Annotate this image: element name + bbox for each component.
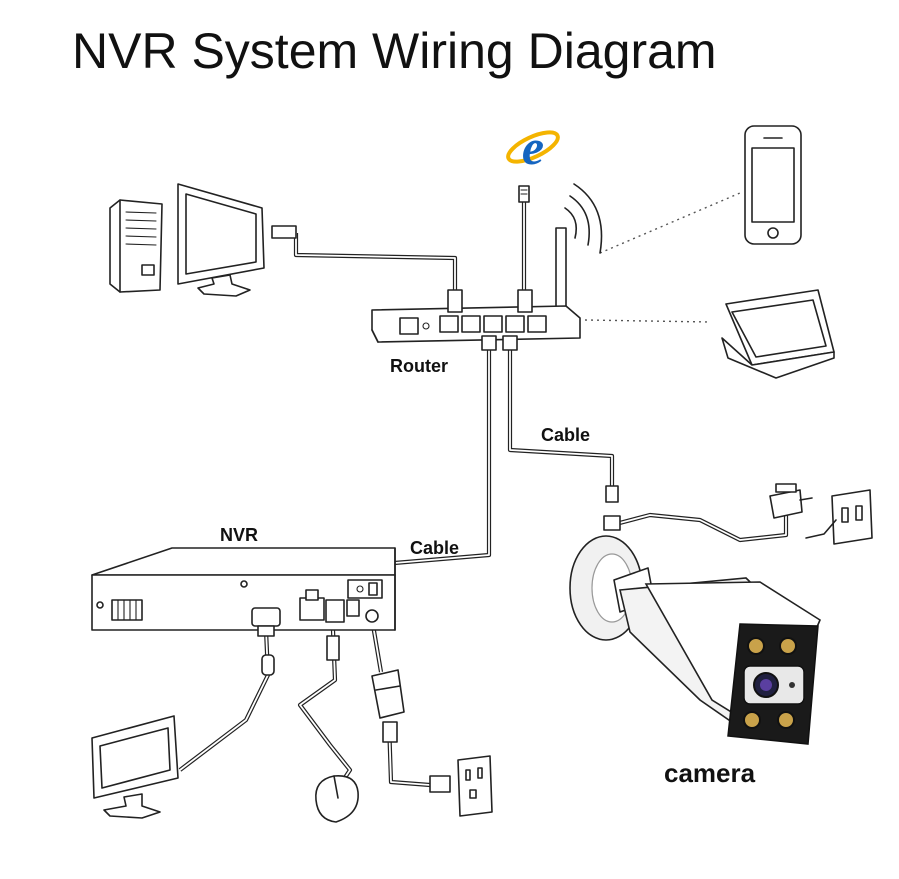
cable-nvr-mouse [297,629,353,784]
camera-wall-outlet-icon [805,489,873,545]
router [371,227,581,351]
ethernet-plug-internet [518,185,530,203]
camera-label: camera [664,758,756,788]
power-adapter-icon [371,669,405,743]
monitor-icon [91,654,275,819]
nvr-recorder [91,547,396,637]
wireless-link-phone [599,192,741,254]
cable-camera-power [611,500,789,543]
smartphone-icon [744,125,802,245]
desktop-computer-icon [109,183,297,297]
cable-nvr-monitor [178,629,271,772]
bullet-camera-icon [569,485,822,745]
cable-label-camera: Cable [541,425,590,445]
cable-label-nvr: Cable [410,538,459,558]
wireless-link-laptop [584,319,711,323]
cable-router-camera [507,348,615,488]
nvr-label: NVR [220,525,258,545]
wall-outlet-icon [429,755,493,817]
diagram-title: NVR System Wiring Diagram [72,23,717,79]
laptop-icon [721,289,835,379]
wifi-signal-icon [564,183,603,254]
cable-pc-router [293,233,458,290]
mouse-icon [315,635,359,823]
internet-explorer-icon: e [506,119,560,175]
camera-power-adapter-icon [769,483,813,519]
router-label: Router [390,356,448,376]
cable-nvr-adapter [370,624,384,673]
svg-text:e: e [522,119,544,175]
